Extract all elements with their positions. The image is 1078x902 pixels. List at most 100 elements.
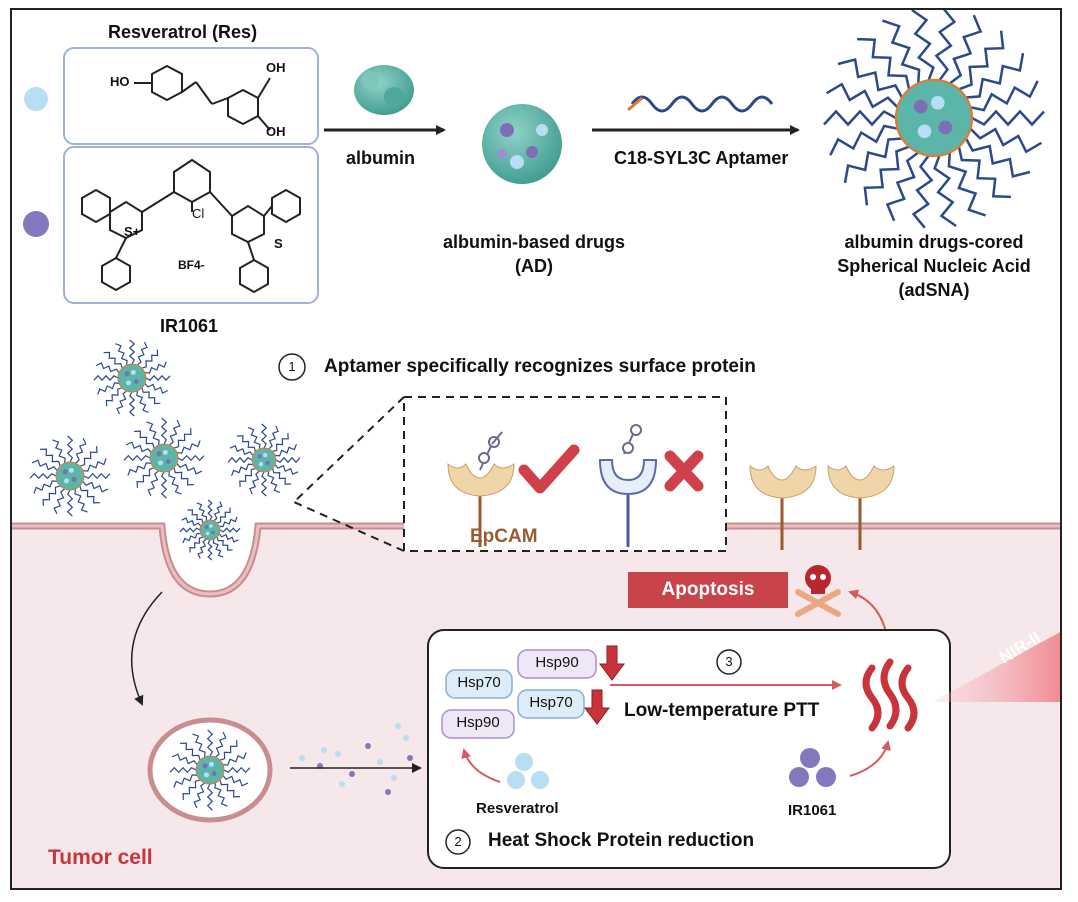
dna-strand	[171, 753, 198, 765]
dna-strand	[236, 435, 257, 452]
release-dot	[339, 781, 345, 787]
albumin-protein-icon	[354, 65, 414, 115]
sna-drug-dot	[211, 530, 215, 535]
sna-drug-dot	[202, 763, 208, 769]
dna-strand	[275, 443, 297, 457]
dna-strand	[970, 80, 1039, 112]
dna-strand	[160, 417, 168, 445]
resveratrol-title: Resveratrol (Res)	[108, 22, 258, 42]
sna-drug-dot	[938, 120, 953, 135]
aptamer-label: C18-SYL3C Aptamer	[614, 148, 789, 168]
dna-strand	[189, 536, 204, 553]
membrane-receptor-1	[749, 464, 817, 550]
checkmark-icon	[518, 444, 580, 494]
dna-strand	[958, 30, 1005, 91]
ptt-label: Low-temperature PTT	[624, 700, 820, 721]
release-dot	[403, 735, 409, 741]
epcam-receptor	[447, 431, 515, 547]
dna-strand	[825, 82, 899, 109]
dna-strand	[82, 481, 109, 493]
dna-strand	[66, 489, 74, 517]
dna-strand	[169, 419, 181, 446]
dna-strand	[136, 390, 149, 413]
dna-strand	[42, 485, 61, 506]
dna-strand	[128, 339, 136, 365]
sna-drug-dot	[162, 449, 168, 455]
dna-strand	[182, 779, 201, 800]
sna-drug-dot	[165, 458, 171, 465]
dna-strand	[79, 485, 100, 504]
dna-strand	[268, 425, 280, 450]
dna-strand	[103, 351, 123, 369]
adsna-label: albumin drugs-cored Spherical Nucleic Ac…	[804, 230, 1060, 302]
dna-strand	[934, 10, 957, 82]
resveratrol-dots	[507, 753, 549, 789]
down-arrow-icon-2	[584, 689, 610, 725]
sna-drug-dot	[157, 460, 164, 466]
dna-strand	[231, 463, 253, 477]
hsp70-label-a: Hsp70	[457, 674, 501, 691]
ir-splus-label: S+	[124, 224, 141, 239]
step1-number: 1	[288, 359, 296, 374]
resveratrol-panel-label: Resveratrol	[476, 800, 559, 817]
arrow-endocytosis	[131, 591, 163, 706]
dna-strand	[206, 729, 214, 757]
dna-strand	[260, 471, 268, 497]
dna-strand	[222, 752, 247, 766]
dna-strand	[965, 52, 1025, 99]
dna-strand	[197, 538, 207, 559]
dna-strand	[222, 775, 249, 787]
dna-strand	[947, 152, 986, 217]
res-oh-top-label: OH	[266, 60, 286, 75]
sna-drug-dot	[930, 95, 945, 110]
dna-strand	[933, 155, 957, 228]
dna-strand	[857, 37, 911, 90]
resveratrol-dot	[24, 87, 48, 111]
step3-circle	[716, 649, 742, 675]
hsp90-pill-b	[441, 709, 515, 739]
sna-drug-dot	[125, 380, 132, 386]
ad-particle-icon	[482, 104, 562, 184]
aptamer-c18-tail	[627, 96, 643, 112]
sna-core	[117, 363, 147, 393]
dna-strand	[193, 782, 205, 809]
dna-strand	[66, 435, 74, 463]
dna-strand	[247, 427, 261, 449]
dna-strand	[141, 349, 159, 369]
dna-strand	[115, 343, 128, 366]
ad-label-line1: albumin-based drugs	[442, 232, 626, 252]
dna-strand	[147, 470, 159, 497]
apoptosis-badge	[628, 572, 788, 608]
cross-icon	[664, 450, 704, 492]
dna-strand	[125, 441, 152, 453]
hsp90-label-b: Hsp90	[456, 714, 500, 731]
adsna-label-line3: (adSNA)	[898, 280, 970, 300]
ir1061-dot	[23, 211, 49, 237]
dna-strand	[969, 127, 1043, 154]
arrow-ir1061	[849, 740, 891, 777]
ir-cl-label: Cl	[192, 206, 205, 221]
dna-strand	[192, 733, 206, 758]
dna-strand	[196, 502, 208, 521]
tumor-cell-label: Tumor cell	[48, 846, 153, 869]
dna-strand	[267, 471, 281, 493]
adsna-particle-icon	[823, 10, 1045, 229]
dna-strand	[29, 472, 57, 480]
figure-frame: Resveratrol (Res) HO OH OH Cl S+ S BF4- …	[10, 8, 1062, 890]
sna-drug-dot	[130, 369, 136, 375]
dna-strand	[863, 145, 910, 206]
zoom-line-bottom	[293, 501, 405, 552]
release-dot	[365, 743, 371, 749]
dna-strand	[105, 387, 123, 407]
ir1061-label: IR1061	[160, 316, 219, 336]
step2-number: 2	[454, 834, 462, 849]
dna-strand	[213, 501, 223, 522]
ir-bf4-label: BF4-	[178, 258, 205, 272]
sna-drug-dot	[209, 524, 213, 528]
hsp90-label-a: Hsp90	[535, 654, 579, 671]
endosome-sna	[169, 729, 251, 811]
hsp90-pill-a	[517, 649, 597, 679]
dna-strand	[173, 467, 194, 486]
step2-text: Heat Shock Protein reduction	[488, 830, 755, 851]
sna-drug-dot	[124, 371, 130, 377]
